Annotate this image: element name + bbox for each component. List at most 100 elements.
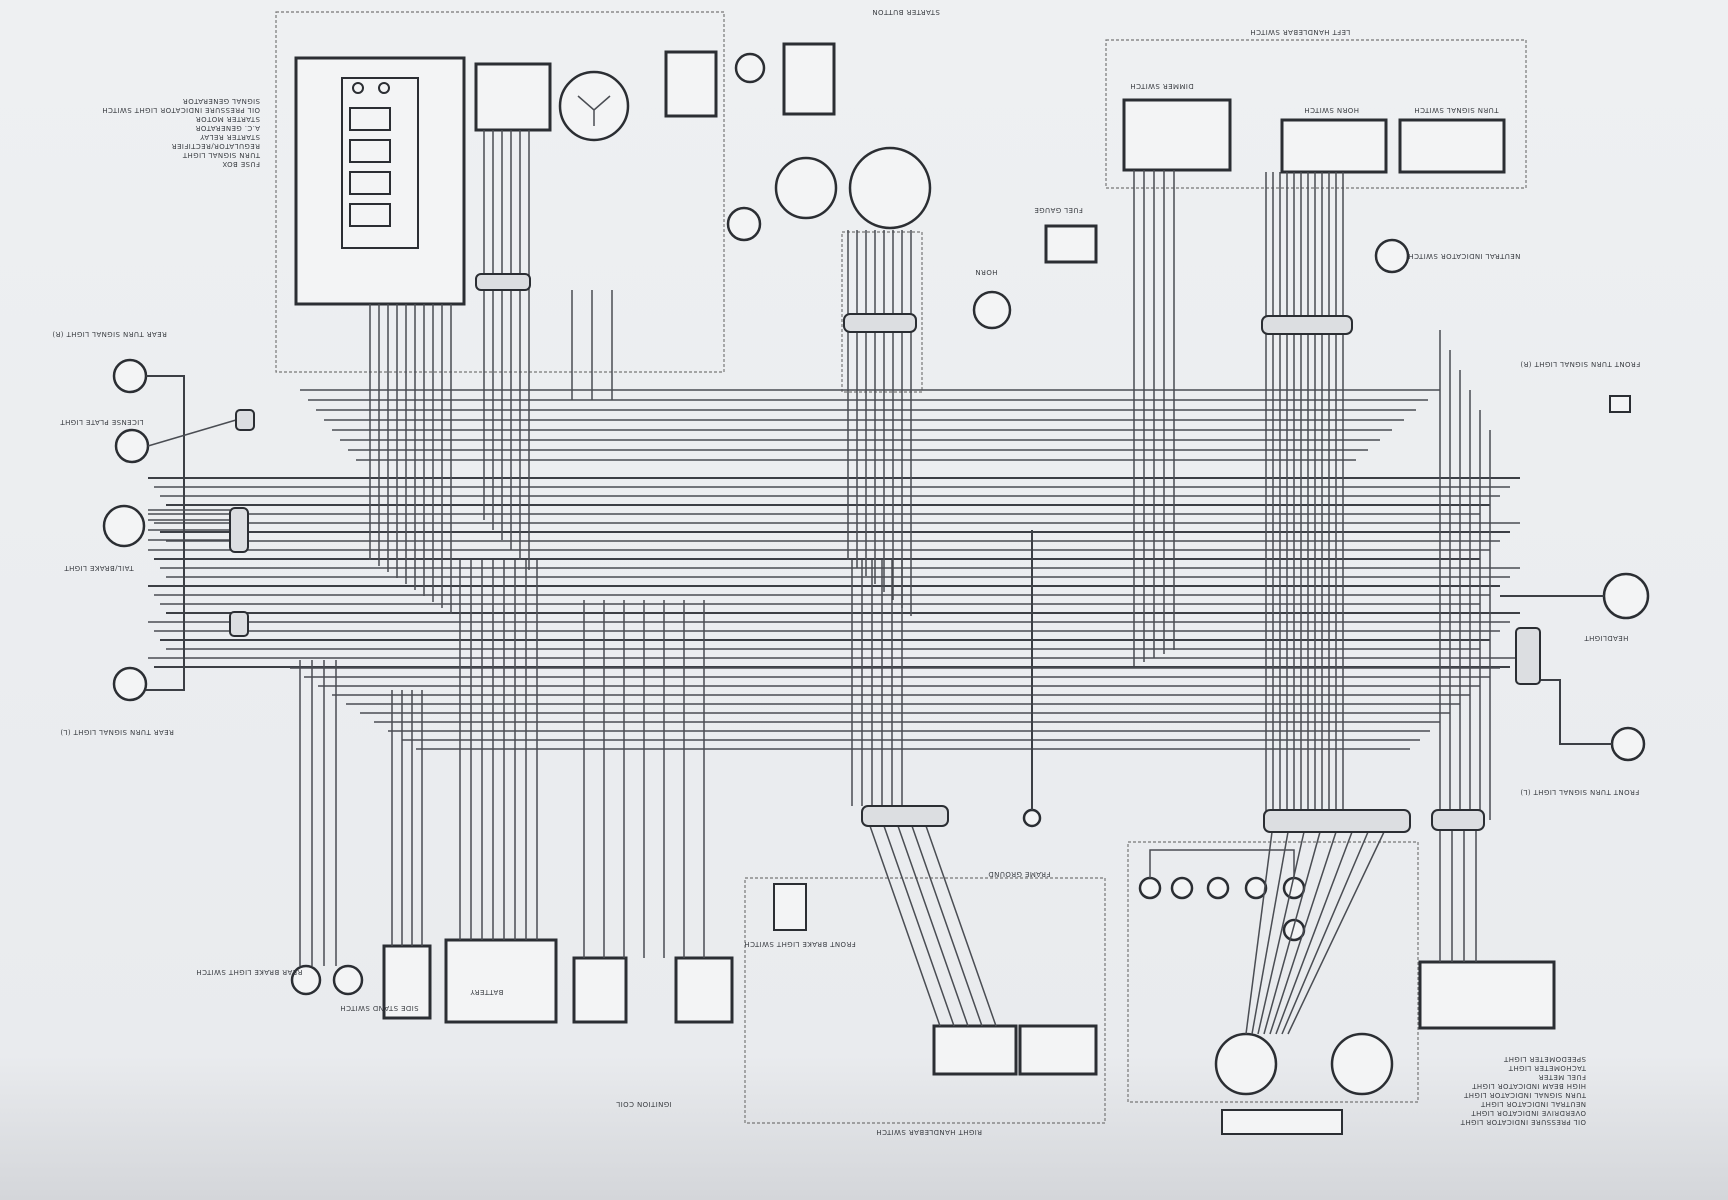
fuse-box <box>294 56 466 306</box>
label-frame-ground: FRAME GROUND <box>988 870 1051 878</box>
front-turn-signal-light-right <box>1609 395 1631 413</box>
wire <box>1269 831 1337 1035</box>
label-fuel-gauge: FUEL GAUGE <box>1034 206 1083 214</box>
label-battery: BATTERY <box>470 988 504 996</box>
label-starter-button: STARTER BUTTON <box>872 8 940 16</box>
label-right-handlebar-switch: RIGHT HANDLEBAR SWITCH <box>876 1128 983 1136</box>
ignition-coils <box>572 956 734 1024</box>
right-handlebar-switch-enclosure <box>744 877 1106 1124</box>
instrument-connector <box>1263 809 1411 833</box>
front-turn-signal-light-left <box>1610 726 1646 762</box>
legend-item: OIL PRESSURE INDICATOR LIGHT SWITCH <box>101 106 260 114</box>
tail-brake-light <box>102 504 146 548</box>
wire <box>1275 831 1353 1035</box>
horn <box>972 290 1012 330</box>
wire <box>1281 831 1369 1035</box>
side-stand-switch <box>382 944 432 1020</box>
instrument-meters <box>1138 876 1394 1135</box>
label-rear-turn-signal-right: REAR TURN SIGNAL LIGHT (R) <box>52 330 167 338</box>
legend-item: OIL PRESSURE INDICATOR LIGHT <box>1460 1118 1586 1126</box>
legend-item: FUEL METER <box>1538 1073 1586 1081</box>
battery <box>444 938 558 1024</box>
wire <box>1245 831 1273 1035</box>
neutral-switch-enclosure <box>841 231 923 393</box>
signal-generator <box>774 156 838 220</box>
rear-turn-connector <box>229 611 249 637</box>
license-connector <box>235 409 255 431</box>
turn-signal-switch <box>1398 118 1506 174</box>
ignition-switch <box>848 146 932 230</box>
front-brake-light-switch <box>290 964 322 996</box>
legend-item: A.C. GENERATOR <box>195 124 260 132</box>
dimmer-switch <box>1122 98 1232 172</box>
wire <box>1251 831 1289 1035</box>
label-tail-brake-light: TAIL/BRAKE LIGHT <box>64 564 134 572</box>
wire <box>1263 831 1321 1035</box>
left-switch-connector <box>1261 315 1353 335</box>
legend-item: NEUTRAL INDICATOR LIGHT <box>1480 1100 1586 1108</box>
wire <box>1287 831 1385 1035</box>
rear-turn-signal-light-right <box>112 358 148 394</box>
horn-switch <box>1280 118 1388 174</box>
wire <box>925 825 997 1027</box>
turn-signal-relay <box>773 883 807 931</box>
wire-harness <box>146 130 1612 1035</box>
starter-button <box>1018 1024 1098 1076</box>
legend-item: TURN SIGNAL LIGHT <box>182 151 260 159</box>
ignition-switch-block <box>1418 960 1556 1030</box>
rear-brake-light-switch <box>332 964 364 996</box>
wire <box>146 375 185 691</box>
label-neutral-indicator-switch: NEUTRAL INDICATOR SWITCH <box>1408 252 1521 260</box>
left-handlebar-switch-enclosure <box>1105 39 1527 189</box>
label-side-stand-switch: SIDE STAND SWITCH <box>340 1004 419 1012</box>
fuel-gauge <box>1374 238 1410 274</box>
wire <box>869 825 941 1027</box>
rear-turn-signal-light-left <box>112 666 148 702</box>
wire <box>897 825 969 1027</box>
legend-item: STARTER MOTOR <box>195 115 260 123</box>
legend-item: REGULATOR/RECTIFIER <box>171 142 260 150</box>
label-ignition-coil: IGNITION COIL <box>616 1100 672 1108</box>
legend-item: HIGH BEAM INDICATOR LIGHT <box>1471 1082 1586 1090</box>
legend-item: TURN SIGNAL INDICATOR LIGHT <box>1463 1091 1586 1099</box>
label-front-turn-signal-right: FRONT TURN SIGNAL LIGHT (R) <box>1520 360 1641 368</box>
wire <box>911 825 983 1027</box>
label-license-plate-light: LICENSE PLATE LIGHT <box>60 418 144 426</box>
ignition-block-connector <box>1431 809 1485 831</box>
legend-item: OVERDRIVE INDICATOR LIGHT <box>1471 1109 1586 1117</box>
wire <box>883 825 955 1027</box>
legend-item: SPEEDOMETER LIGHT <box>1503 1055 1586 1063</box>
label-left-handlebar-switch: LEFT HANDLEBAR SWITCH <box>1250 28 1351 36</box>
engine-components-enclosure <box>275 11 725 373</box>
label-horn: HORN <box>975 268 998 276</box>
label-rear-brake-light-switch: REAR BRAKE LIGHT SWITCH <box>196 968 303 976</box>
legend-item: SIGNAL GENERATOR <box>182 97 260 105</box>
wire <box>1149 849 1295 878</box>
right-switch-connector <box>861 805 949 827</box>
label-horn-switch: HORN SWITCH <box>1304 106 1359 114</box>
wire <box>1520 679 1612 745</box>
label-front-brake-light-switch: FRONT BRAKE LIGHT SWITCH <box>744 940 856 948</box>
label-headlight: HEADLIGHT <box>1584 634 1629 642</box>
instrument-cluster-enclosure <box>1127 841 1419 1103</box>
front-brake-switch-block <box>932 1024 1018 1076</box>
label-front-turn-signal-left: FRONT TURN SIGNAL LIGHT (L) <box>1520 788 1640 796</box>
license-plate-light <box>114 428 150 464</box>
ac-generator <box>558 70 630 142</box>
legend-item: FUSE BOX <box>222 160 260 168</box>
regulator-rectifier <box>474 62 552 132</box>
frame-ground <box>1022 808 1042 828</box>
legend-item: TACHOMETER LIGHT <box>1508 1064 1586 1072</box>
ignition-switch-connector <box>843 313 917 333</box>
legend-item: STARTER RELAY <box>199 133 260 141</box>
starter-motor <box>734 52 766 84</box>
headlight <box>1602 572 1650 620</box>
label-dimmer-switch: DIMMER SWITCH <box>1130 82 1194 90</box>
fuel-gauge-sender <box>1044 224 1098 264</box>
label-turn-signal-switch: TURN SIGNAL SWITCH <box>1414 106 1499 114</box>
headlight-connector <box>1515 627 1541 685</box>
tail-light-connector <box>229 507 249 553</box>
